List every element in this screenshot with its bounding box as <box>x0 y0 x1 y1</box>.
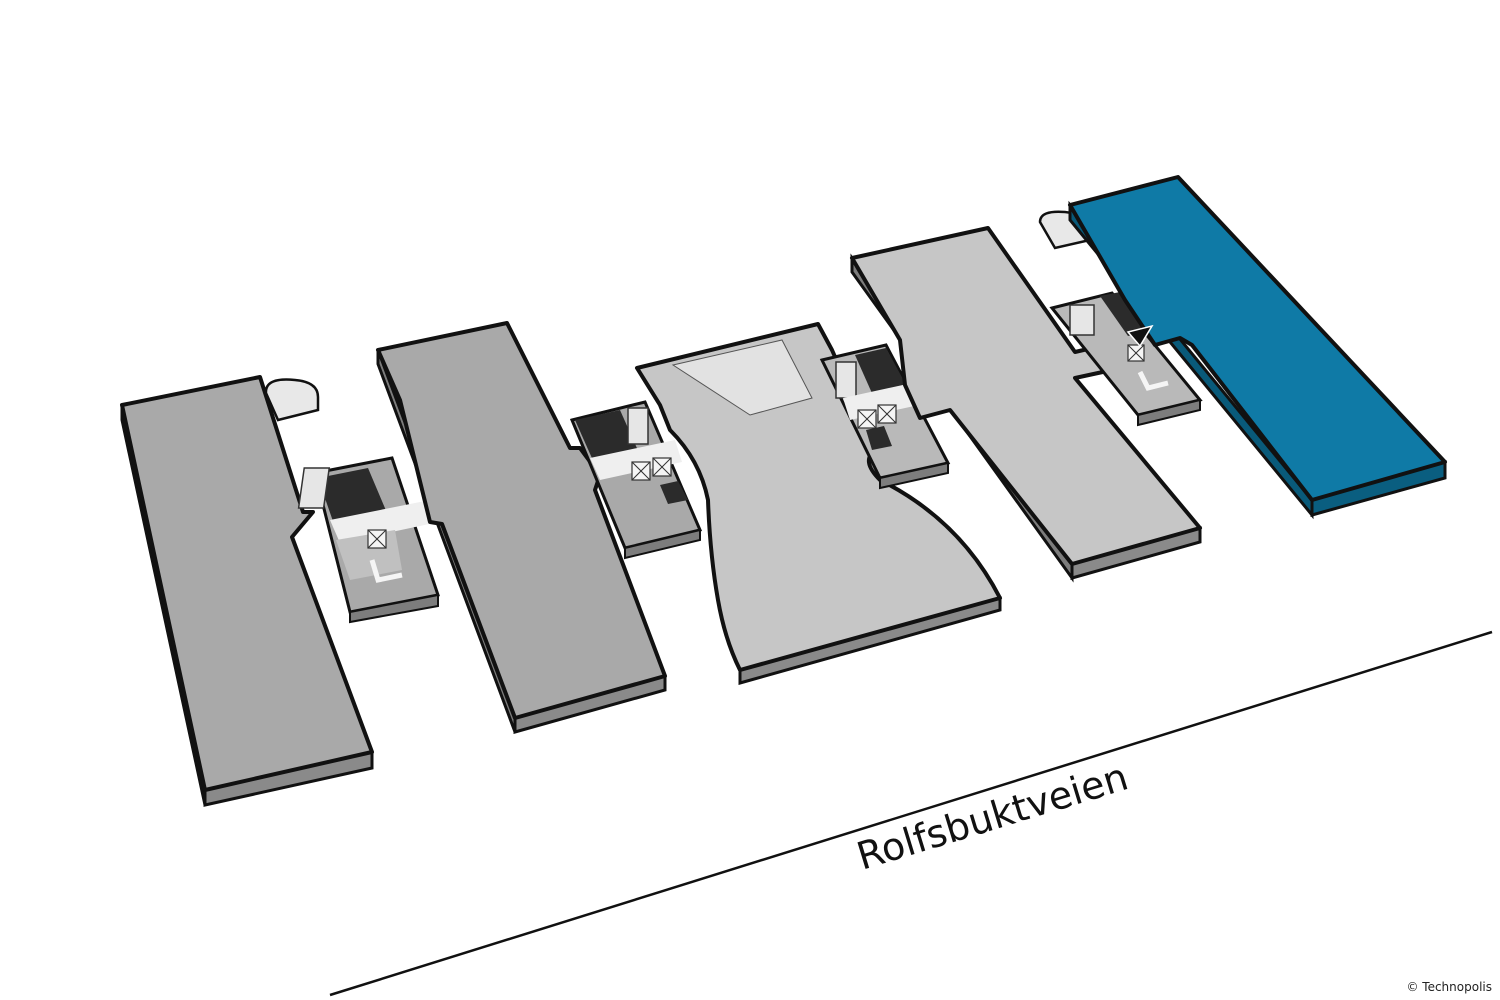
core-connector-1[interactable] <box>297 456 448 624</box>
copyright-text: © Technopolis <box>1406 980 1492 994</box>
core-connector-3[interactable] <box>819 343 951 490</box>
core-connector-2[interactable] <box>569 400 703 560</box>
building-wing-2[interactable] <box>376 321 667 734</box>
building-wing-highlighted[interactable] <box>1068 175 1447 520</box>
location-marker-icon <box>1126 324 1154 348</box>
central-building[interactable] <box>635 322 1002 685</box>
street-label: Rolfsbuktveien <box>852 754 1133 878</box>
street-line <box>329 630 1493 997</box>
building-wing-1[interactable] <box>120 375 374 807</box>
